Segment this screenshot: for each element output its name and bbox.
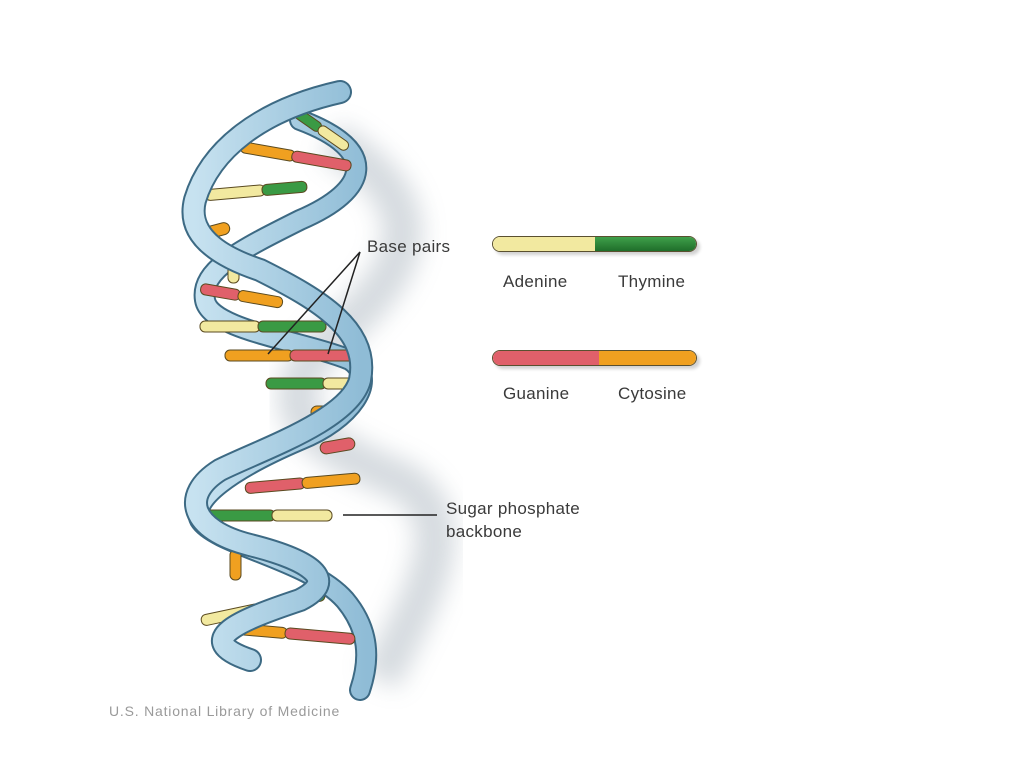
backbone-front-strand xyxy=(181,80,374,672)
credit-footer: U.S. National Library of Medicine xyxy=(109,703,341,719)
cytosine-label: Cytosine xyxy=(618,384,687,403)
adenine-segment xyxy=(493,237,595,251)
thymine-label: Thymine xyxy=(618,272,686,291)
leader-lines xyxy=(267,251,437,516)
backbone-label-line1: Sugar phosphate xyxy=(446,499,580,518)
backbone-label-line2: backbone xyxy=(446,522,523,541)
thymine-segment xyxy=(594,237,696,251)
base-pairs-label: Base pairs xyxy=(367,237,451,256)
base-pairs xyxy=(199,109,361,645)
legend-gc-bar xyxy=(492,350,697,366)
guanine-segment xyxy=(493,351,599,365)
legend-at-bar xyxy=(492,236,697,252)
helix-shadow xyxy=(277,122,455,689)
guanine-label: Guanine xyxy=(503,384,570,403)
adenine-label: Adenine xyxy=(503,272,568,291)
cytosine-segment xyxy=(598,351,696,365)
